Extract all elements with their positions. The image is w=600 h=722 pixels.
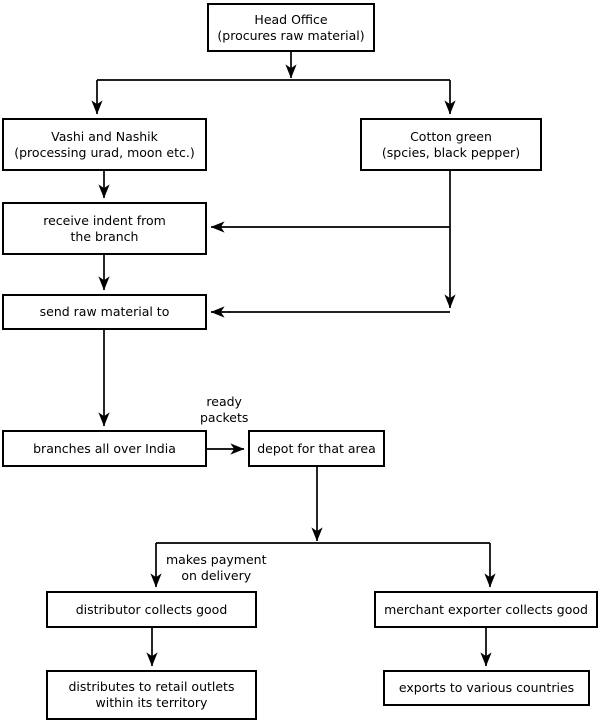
node-send-raw-material-label: send raw material to xyxy=(39,304,170,319)
node-vashi-nashik-label: Vashi and Nashik (processing urad, moon … xyxy=(14,128,195,160)
node-cotton-green-label: Cotton green (spcies, black pepper) xyxy=(381,128,521,160)
node-head-office-label: Head Office (procures raw material) xyxy=(217,11,365,43)
edge-label-makes-payment: makes payment on delivery xyxy=(166,552,267,583)
node-receive-indent[interactable]: receive indent from the branch xyxy=(2,202,207,255)
node-merchant-exporter[interactable]: merchant exporter collects good xyxy=(374,591,598,628)
node-receive-indent-label: receive indent from the branch xyxy=(43,212,166,244)
node-head-office[interactable]: Head Office (procures raw material) xyxy=(207,3,375,52)
node-exports-countries-label: exports to various countries xyxy=(398,680,575,695)
node-vashi-nashik[interactable]: Vashi and Nashik (processing urad, moon … xyxy=(2,118,207,171)
node-distributes-retail-label: distributes to retail outlets within its… xyxy=(68,679,235,710)
node-send-raw-material[interactable]: send raw material to xyxy=(2,294,207,330)
node-distributor-label: distributor collects good xyxy=(75,601,228,617)
node-exports-countries[interactable]: exports to various countries xyxy=(383,670,590,706)
node-cotton-green[interactable]: Cotton green (spcies, black pepper) xyxy=(360,118,542,171)
node-merchant-exporter-label: merchant exporter collects good xyxy=(384,601,588,617)
edge-label-ready-packets: ready packets xyxy=(200,394,249,425)
node-depot-area[interactable]: depot for that area xyxy=(248,430,385,467)
node-branches-india[interactable]: branches all over India xyxy=(2,430,207,467)
node-distributor[interactable]: distributor collects good xyxy=(46,591,257,628)
node-branches-india-label: branches all over India xyxy=(33,440,176,456)
node-distributes-retail[interactable]: distributes to retail outlets within its… xyxy=(46,670,257,720)
node-depot-area-label: depot for that area xyxy=(257,440,376,456)
